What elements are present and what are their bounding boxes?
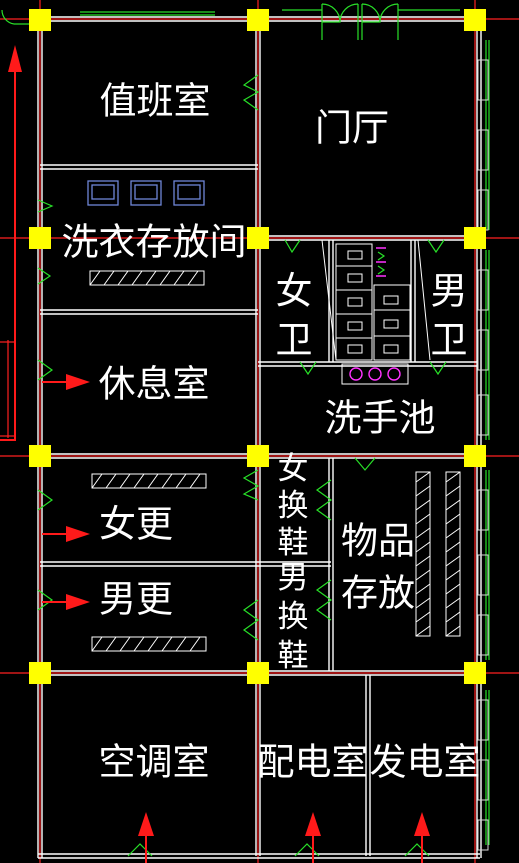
womens-locker-bench <box>91 473 207 489</box>
windows <box>80 11 490 845</box>
columns <box>29 9 486 684</box>
label-lobby: 门厅 <box>315 107 389 150</box>
interior-doors <box>37 74 447 857</box>
label-generator-room: 发电室 <box>370 741 481 784</box>
storage-rack-2 <box>445 471 461 637</box>
label-womens-shoe-3: 鞋 <box>278 525 309 561</box>
label-ac-room: 空调室 <box>99 741 210 784</box>
label-goods-storage-1: 物品 <box>341 520 415 563</box>
label-power-distribution: 配电室 <box>258 741 369 784</box>
arrow-power-room <box>305 812 321 863</box>
arrow-womens-changing <box>42 526 90 542</box>
washer-2 <box>130 180 162 206</box>
washer-1 <box>87 180 119 206</box>
arrow-generator-room <box>414 812 430 863</box>
room-labels: 值班室 门厅 洗衣存放间 女 卫 男 卫 休息室 洗手池 女更 女 换 鞋 物品… <box>62 80 481 784</box>
label-wash-basin: 洗手池 <box>325 397 436 440</box>
label-lounge: 休息室 <box>99 363 210 406</box>
label-mens-shoe-1: 男 <box>278 560 309 596</box>
label-mens-changing: 男更 <box>99 578 173 621</box>
washer-3 <box>173 180 205 206</box>
storage-rack-1 <box>415 471 431 637</box>
toilet-stalls <box>321 239 431 385</box>
label-womens-changing: 女更 <box>99 503 173 546</box>
arrow-ac-room <box>138 812 154 863</box>
arrow-lounge <box>42 374 90 390</box>
label-mens-toilet-1: 男 <box>431 270 468 313</box>
label-duty-room: 值班室 <box>100 80 211 123</box>
washing-machines <box>87 180 205 206</box>
label-mens-toilet-2: 卫 <box>431 319 468 362</box>
label-womens-toilet-2: 卫 <box>276 319 313 362</box>
entrance-doors <box>1 3 460 40</box>
laundry-rack <box>89 270 205 286</box>
shelves <box>89 270 461 652</box>
label-goods-storage-2: 存放 <box>341 572 415 615</box>
arrow-mens-changing <box>42 594 90 610</box>
label-mens-shoe-3: 鞋 <box>278 638 309 674</box>
label-womens-shoe-1: 女 <box>278 451 309 487</box>
label-mens-shoe-2: 换 <box>278 599 309 635</box>
label-womens-shoe-2: 换 <box>278 488 309 524</box>
entry-arrows <box>0 45 430 863</box>
label-womens-toilet-1: 女 <box>276 270 313 313</box>
mens-locker-bench <box>91 636 207 652</box>
label-laundry-storage: 洗衣存放间 <box>62 221 247 264</box>
